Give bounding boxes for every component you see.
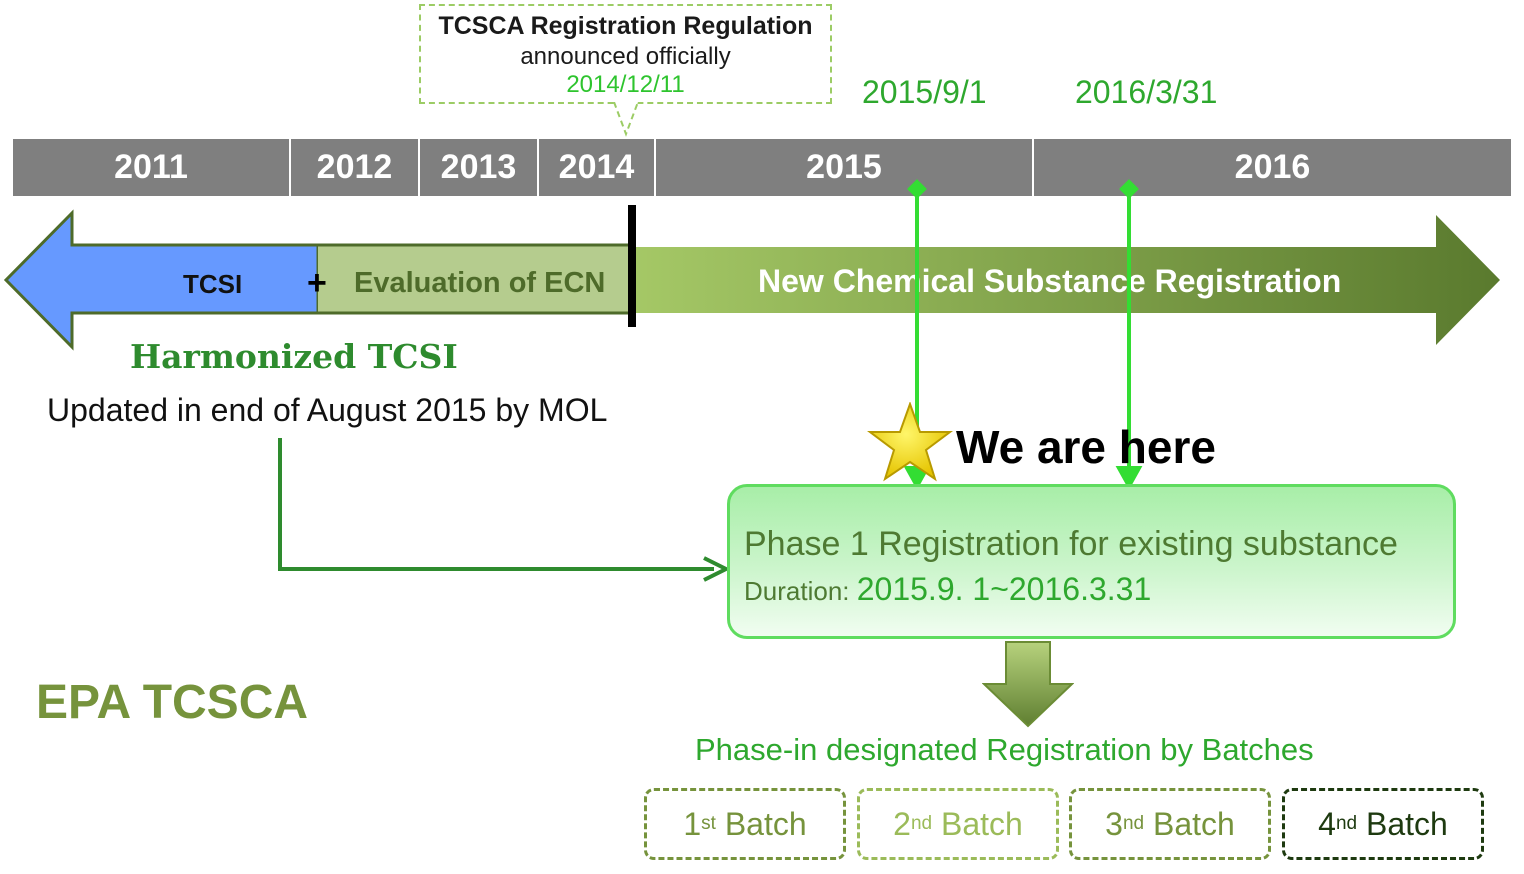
harmonized-title: Harmonized TCSI [130, 337, 458, 376]
harmonized-note: Updated in end of August 2015 by MOL [47, 392, 608, 428]
plus-sign: + [307, 264, 327, 302]
tcsi-label: TCSI [183, 269, 243, 299]
phase1-duration: Duration: 2015.9. 1~2016.3.31 [744, 571, 1151, 608]
year-2014: 2014 [539, 139, 656, 196]
batch-2-word: Batch [941, 805, 1023, 842]
regulation-callout: TCSCA Registration Regulation announced … [419, 4, 832, 104]
year-2012: 2012 [291, 139, 420, 196]
ecn-label: Evaluation of ECN [354, 267, 606, 299]
callout-subtitle: announced officially [520, 43, 731, 70]
batch-4-suffix: nd [1335, 813, 1358, 834]
agency-label: EPA TCSCA [36, 676, 309, 729]
callout-pointer [613, 102, 639, 137]
batch-3-suffix: nd [1122, 813, 1145, 834]
milestone-date-1: 2015/9/1 [862, 74, 987, 110]
ncs-label: New Chemical Substance Registration [758, 263, 1342, 299]
year-2013: 2013 [420, 139, 539, 196]
batch-2-suffix: nd [910, 813, 933, 834]
batch-3-num: 3 [1105, 805, 1123, 842]
batch-2-num: 2 [893, 805, 911, 842]
year-2015: 2015 [656, 139, 1034, 196]
phase1-title: Phase 1 Registration for existing substa… [744, 525, 1398, 563]
year-2011: 2011 [13, 139, 291, 196]
star-icon [867, 402, 953, 482]
callout-title: TCSCA Registration Regulation [438, 12, 813, 40]
ecn-segment [318, 245, 632, 313]
batch-4-num: 4 [1318, 805, 1336, 842]
timeline-arrow [3, 205, 1500, 351]
down-arrow-icon [982, 641, 1074, 728]
batch-1-suffix: st [701, 813, 716, 834]
ncs-segment [632, 215, 1500, 345]
milestone-date-2: 2016/3/31 [1075, 74, 1218, 110]
duration-value: 2015.9. 1~2016.3.31 [856, 571, 1152, 607]
phase1-box: Phase 1 Registration for existing substa… [727, 484, 1456, 639]
batch-1-word: Batch [724, 805, 807, 842]
year-2016: 2016 [1034, 139, 1511, 196]
callout-date: 2014/12/11 [566, 71, 685, 98]
we-are-here-label: We are here [956, 421, 1216, 473]
batch-1-num: 1 [683, 805, 702, 842]
phase-in-title: Phase-in designated Registration by Batc… [695, 732, 1314, 767]
batch-4-word: Batch [1366, 805, 1448, 842]
batch-3-word: Batch [1153, 805, 1235, 842]
duration-label: Duration: [744, 576, 850, 606]
